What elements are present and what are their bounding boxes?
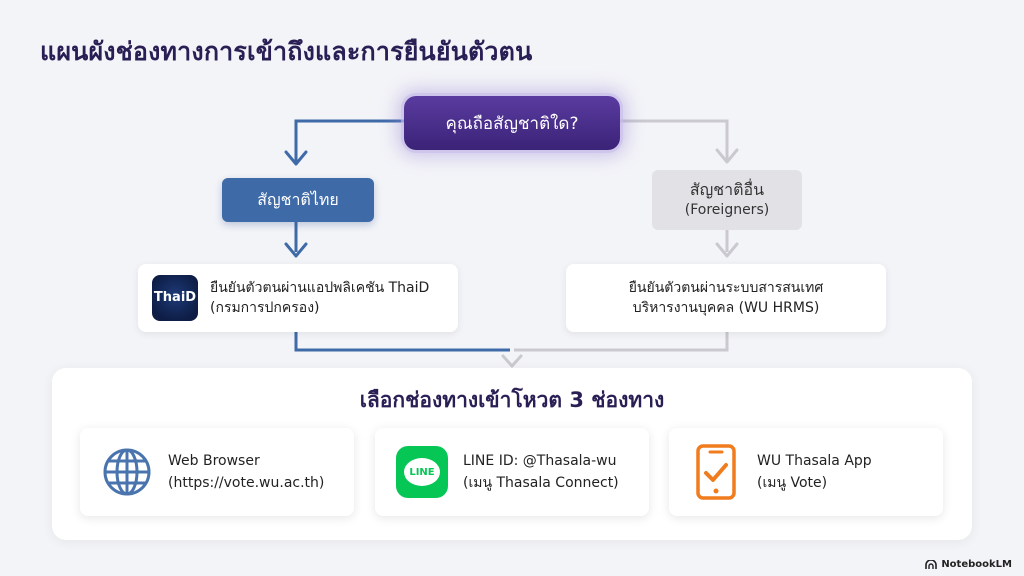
- method-thaid-line2: (กรมการปกครอง): [210, 300, 320, 316]
- arrowhead-foreign-method: [715, 242, 739, 258]
- phone-check-icon: [689, 444, 743, 500]
- channel-app-menu: (เมนู Vote): [757, 475, 828, 491]
- voting-channels-title: เลือกช่องทางเข้าโหวต 3 ช่องทาง: [359, 388, 665, 412]
- arrowhead-foreign-branch: [715, 148, 739, 164]
- connector-thai-merge: [294, 332, 510, 352]
- method-thaid-line1: ยืนยันตัวตนผ่านแอปพลิเคชัน ThaiD: [210, 280, 430, 296]
- channel-card-web: Web Browser (https://vote.wu.ac.th): [80, 428, 354, 516]
- channel-line-menu: (เมนู Thasala Connect): [463, 475, 619, 491]
- channel-card-app: WU Thasala App (เมนู Vote): [669, 428, 943, 516]
- globe-icon: [100, 445, 154, 499]
- branch-foreign-nationality: สัญชาติอื่น (Foreigners): [652, 170, 802, 230]
- branch-thai-label: สัญชาติไทย: [257, 190, 339, 209]
- page-title: แผนผังช่องทางการเข้าถึงและการยืนยันตัวตน: [40, 37, 533, 66]
- thaid-logo-text: ThaiD: [153, 290, 197, 305]
- method-thaid-card: ThaiD ยืนยันตัวตนผ่านแอปพลิเคชัน ThaiD (…: [138, 264, 458, 332]
- method-hrms-line1: ยืนยันตัวตนผ่านระบบสารสนเทศ: [628, 280, 824, 296]
- channel-app-name: WU Thasala App: [757, 453, 872, 469]
- thaid-logo-icon: ThaiD: [152, 275, 198, 321]
- nationality-question: คุณถือสัญชาติใด?: [404, 96, 620, 150]
- arrowhead-thai-branch: [284, 150, 308, 166]
- channel-web-name: Web Browser: [168, 453, 260, 469]
- branch-foreign-label: สัญชาติอื่น: [689, 180, 765, 199]
- arrowhead-merge: [501, 354, 523, 368]
- brand-label: NotebookLM: [941, 559, 1012, 570]
- arrowhead-thai-method: [284, 242, 308, 258]
- branch-thai-nationality: สัญชาติไทย: [222, 178, 374, 222]
- line-icon-label: LINE: [404, 458, 440, 486]
- channel-card-line: LINE LINE ID: @Thasala-wu (เมนู Thasala …: [375, 428, 649, 516]
- notebooklm-brand: NotebookLM: [925, 559, 1012, 570]
- channel-web-url: (https://vote.wu.ac.th): [168, 475, 325, 491]
- method-hrms-card: ยืนยันตัวตนผ่านระบบสารสนเทศ บริหารงานบุค…: [566, 264, 886, 332]
- channel-line-id: LINE ID: @Thasala-wu: [463, 453, 617, 469]
- connector-question-to-thai: [294, 119, 404, 162]
- line-app-icon: LINE: [395, 445, 449, 499]
- method-hrms-line2: บริหารงานบุคคล (WU HRMS): [632, 300, 820, 316]
- notebooklm-logo-icon: [925, 559, 938, 569]
- branch-foreign-sublabel: (Foreigners): [684, 202, 770, 218]
- connector-question-to-foreign: [620, 119, 729, 160]
- connector-foreign-merge: [514, 332, 729, 352]
